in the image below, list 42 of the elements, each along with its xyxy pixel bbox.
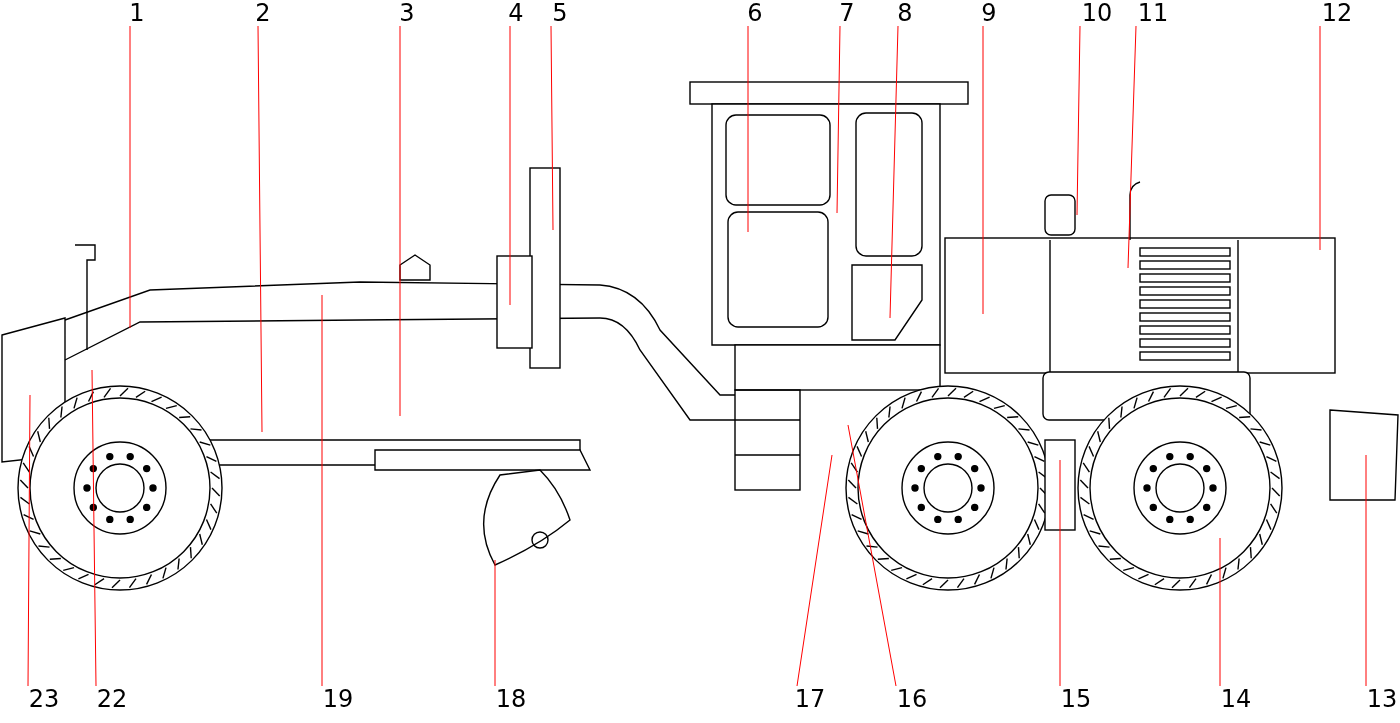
callout-number: 9 [981, 0, 997, 26]
leader-line [982, 25, 984, 315]
callout-number: 23 [28, 686, 60, 712]
leader-line [1219, 537, 1221, 687]
callout-number: 10 [1081, 0, 1113, 26]
callout-number: 14 [1220, 686, 1252, 712]
leader-line [889, 25, 899, 319]
leader-line [1076, 25, 1081, 216]
callout-number: 19 [322, 686, 354, 712]
leader-line [1059, 459, 1061, 687]
callout-number: 18 [495, 686, 527, 712]
callout-number: 22 [96, 686, 128, 712]
leader-line [399, 25, 401, 417]
callout-number: 11 [1137, 0, 1169, 26]
callout-number: 2 [255, 0, 271, 26]
callout-number: 13 [1366, 686, 1398, 712]
leader-line [91, 369, 97, 687]
callout-number: 8 [897, 0, 913, 26]
leader-line [27, 394, 31, 687]
leader-line [129, 25, 131, 329]
leader-line [550, 25, 554, 231]
callout-number: 4 [508, 0, 524, 26]
callout-number: 5 [552, 0, 568, 26]
callout-number: 12 [1321, 0, 1353, 26]
callout-number: 15 [1060, 686, 1092, 712]
leader-line [494, 559, 496, 687]
callout-number: 16 [896, 686, 928, 712]
leader-line [747, 25, 749, 233]
leader-line [1319, 25, 1321, 251]
callout-number: 1 [129, 0, 145, 26]
leader-line [1127, 25, 1137, 269]
leader-line [257, 25, 263, 433]
leader-line [509, 25, 511, 306]
callout-number: 17 [794, 686, 826, 712]
leader-line [796, 454, 833, 687]
leader-line [321, 294, 323, 687]
leader-line [836, 25, 841, 214]
leader-line [1365, 454, 1367, 687]
callout-number: 6 [747, 0, 763, 26]
leader-line [847, 424, 897, 687]
callout-number: 7 [839, 0, 855, 26]
callout-number: 3 [399, 0, 415, 26]
